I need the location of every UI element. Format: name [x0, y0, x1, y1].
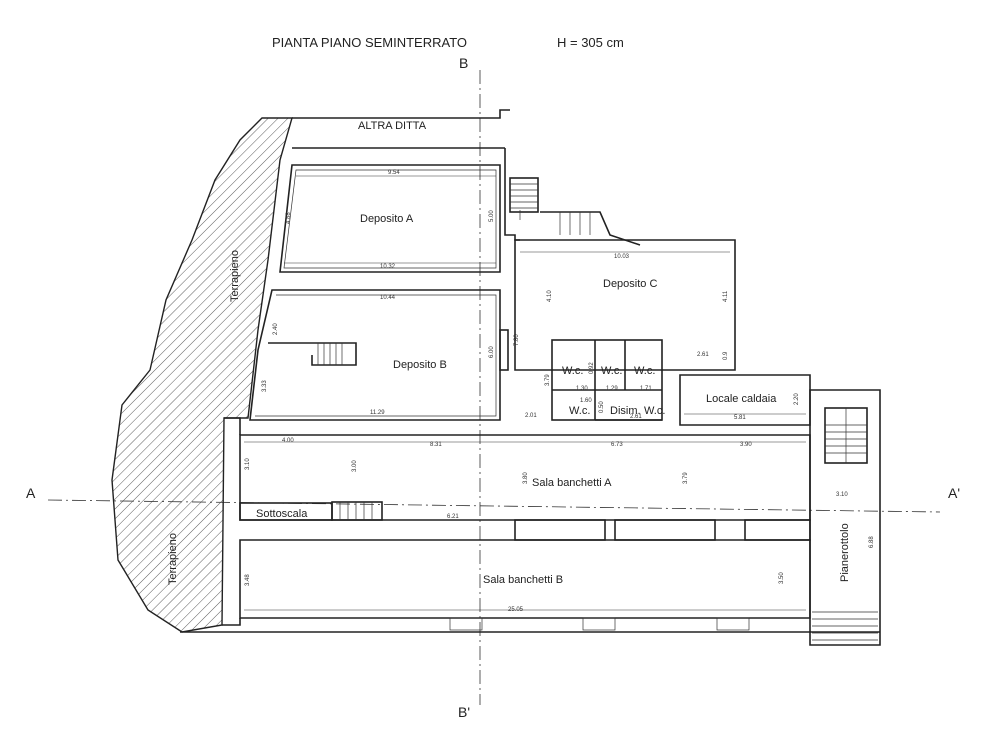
- dim-label: 1.71: [640, 386, 652, 392]
- dim-label: 25.05: [508, 607, 524, 613]
- dim-label: 2.20: [794, 393, 800, 405]
- plan-title: PIANTA PIANO SEMINTERRATO: [272, 35, 467, 50]
- dim-label: 2.40: [273, 323, 279, 335]
- altra-ditta-wall: [292, 109, 510, 119]
- stairs-top: [504, 148, 641, 246]
- dim-label: 10.32: [380, 264, 396, 270]
- altra-ditta-label: ALTRA DITTA: [358, 120, 427, 132]
- deposito-a-walls: [279, 164, 501, 273]
- section-marker-a-right: A': [948, 485, 960, 501]
- height-label: H = 305 cm: [557, 35, 624, 50]
- dim-label: 4.88: [286, 212, 292, 224]
- section-marker-a-left: A: [26, 485, 36, 501]
- dim-label: 0.9: [723, 351, 729, 360]
- pillar: [499, 329, 509, 371]
- dim-label: 2.61: [697, 352, 709, 358]
- dim-label: 4.10: [547, 290, 553, 302]
- dim-label: 0.92: [589, 362, 595, 374]
- dim-label: 2.01: [525, 413, 537, 419]
- dim-label: 9.54: [388, 170, 400, 176]
- dim-label: 4.00: [282, 438, 294, 444]
- outer-wall-left: [222, 417, 241, 626]
- dim-label: 3.50: [779, 572, 785, 584]
- dim-label: 3.00: [352, 460, 358, 472]
- sala-a-label: Sala banchetti A: [532, 477, 612, 489]
- wc-1-label: W.c.: [562, 365, 583, 377]
- dim-label: 7.80: [514, 334, 520, 346]
- section-marker-b-bottom: B': [458, 704, 470, 720]
- wc-4-label: W.c.: [569, 405, 590, 417]
- windows-bottom: [449, 617, 750, 631]
- pillars-row: [514, 519, 811, 541]
- wc-block: [551, 339, 663, 421]
- dim-label: 1.60: [580, 398, 592, 404]
- stairs-sottoscala: [331, 501, 383, 521]
- wc-3-label: W.c.: [634, 365, 655, 377]
- terrapieno-hatch: [111, 117, 293, 633]
- dim-label: 3.79: [545, 374, 551, 386]
- wc-5-label: W.c.: [644, 405, 665, 417]
- pianerottolo-walls: [809, 389, 881, 646]
- stairs-right: [812, 407, 878, 641]
- deposito-b-inner: [255, 294, 497, 417]
- deposito-a-inner: [283, 169, 497, 269]
- dim-label: 3.80: [523, 472, 529, 484]
- dim-label: 3.48: [245, 574, 251, 586]
- dim-label: 10.44: [380, 295, 396, 301]
- dim-label: 2.61: [630, 414, 642, 420]
- dim-label: 1.29: [606, 386, 618, 392]
- dim-label: 6.21: [447, 514, 459, 520]
- wc-2-label: W.c.: [601, 365, 622, 377]
- dim-label: 3.33: [262, 380, 268, 392]
- stairs-deposito-b: [268, 342, 357, 366]
- disim-label: Disim.: [610, 405, 641, 417]
- dim-label: 10.03: [614, 254, 630, 260]
- dim-label: 0.50: [599, 401, 605, 413]
- dim-label: 5.81: [734, 415, 746, 421]
- dim-label: 6.88: [869, 536, 875, 548]
- locale-caldaia-label: Locale caldaia: [706, 393, 777, 405]
- deposito-b-label: Deposito B: [393, 359, 447, 371]
- dim-label: 6.73: [611, 442, 623, 448]
- dim-label: 3.10: [836, 492, 848, 498]
- section-marker-b-top: B: [459, 55, 468, 71]
- sottoscala-label: Sottoscala: [256, 508, 308, 520]
- deposito-a-label: Deposito A: [360, 213, 414, 225]
- dim-label: 5.00: [489, 210, 495, 222]
- pianerottolo-label: Pianerottolo: [839, 523, 851, 582]
- dim-label: 3.10: [245, 458, 251, 470]
- dim-label: 8.31: [430, 442, 442, 448]
- dim-label: 1.30: [576, 386, 588, 392]
- dim-label: 11.29: [370, 410, 385, 416]
- terrapieno-top-label: Terrapieno: [229, 250, 241, 302]
- terrapieno-bottom-label: Terrapieno: [167, 533, 179, 585]
- dim-label: 3.90: [740, 442, 752, 448]
- sala-b-label: Sala banchetti B: [483, 574, 563, 586]
- dim-label: 6.00: [489, 346, 495, 358]
- dim-label: 3.79: [683, 472, 689, 484]
- dim-label: 4.11: [723, 290, 729, 302]
- deposito-b-walls: [249, 289, 501, 421]
- deposito-c-label: Deposito C: [603, 278, 657, 290]
- deposito-c-walls: [514, 239, 736, 371]
